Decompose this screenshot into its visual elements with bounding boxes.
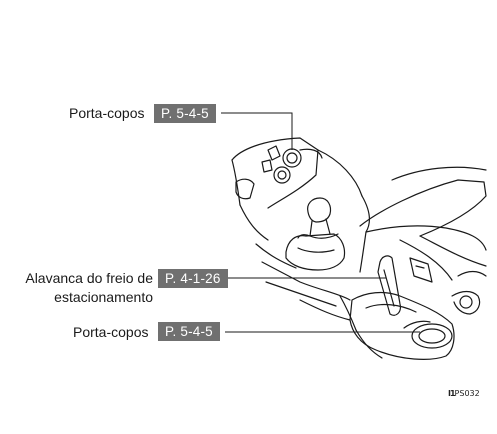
- parking-brake-label-line2: estacionamento: [54, 289, 153, 305]
- upper-cup-holder-label: Porta-copos: [69, 105, 145, 121]
- upper-cup-ring-1: [282, 148, 302, 168]
- shift-boot: [285, 233, 346, 271]
- leader-line-upper-cup: [221, 112, 293, 150]
- parking-brake-lever: [377, 255, 401, 316]
- parking-brake-label-line1: Alavanca do freio de: [25, 270, 153, 286]
- upper-cup-ring-2: [273, 166, 291, 184]
- shift-knob: [307, 197, 332, 223]
- figure-code-text: PS032: [454, 389, 480, 398]
- parking-brake-page-ref[interactable]: P. 4-1-26: [158, 269, 228, 288]
- parking-brake-label: Alavanca do freio de estacionamento: [19, 269, 153, 307]
- figure-code-mark: I1: [448, 389, 455, 398]
- lower-cup-holder-page-ref[interactable]: P. 5-4-5: [158, 322, 220, 341]
- figure-code: I1PS032: [448, 389, 480, 398]
- lower-cup-holder-label: Porta-copos: [73, 324, 149, 340]
- rear-cup-holder: [411, 323, 453, 349]
- upper-cup-holder-page-ref[interactable]: P. 5-4-5: [154, 104, 216, 123]
